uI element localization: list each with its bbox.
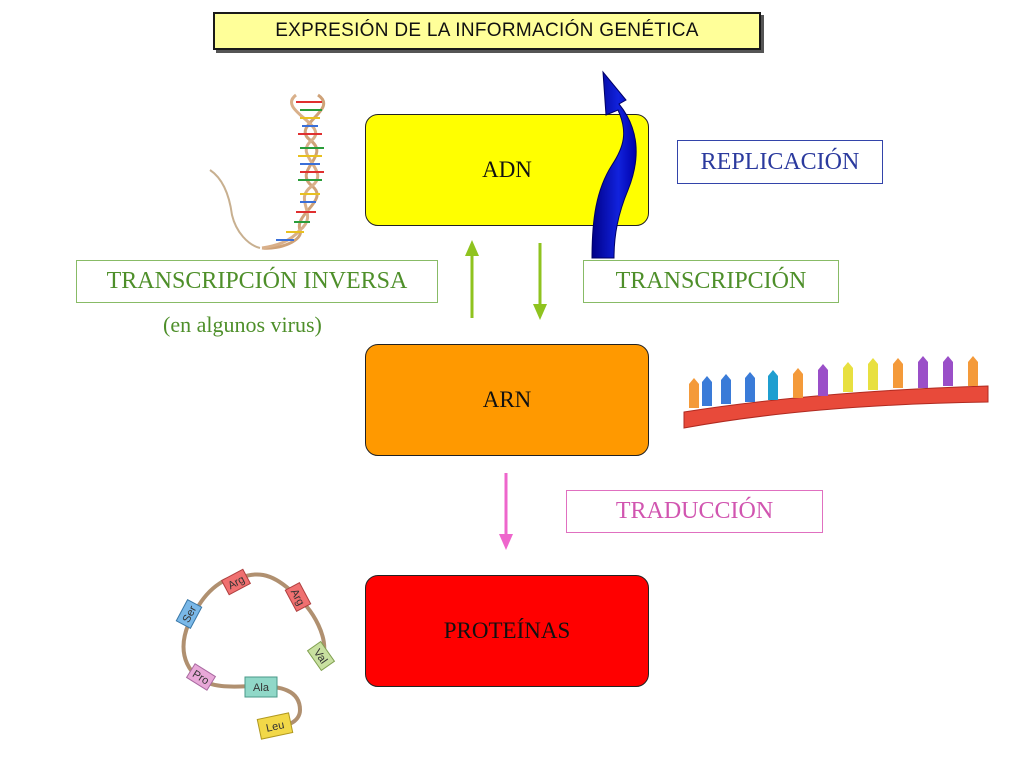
dna-helix-icon: [209, 93, 326, 250]
traduccion-label: TRADUCCIÓN: [566, 490, 823, 533]
replicacion-label: REPLICACIÓN: [677, 140, 883, 184]
page-title: EXPRESIÓN DE LA INFORMACIÓN GENÉTICA: [213, 12, 761, 50]
virus-note: (en algunos virus): [163, 312, 322, 337]
amino-acid-label: Ala: [253, 682, 270, 694]
protein-chain-icon: Arg Arg Ser Val Pro Ala Leu: [175, 568, 336, 740]
translation-arrow-icon: [499, 473, 513, 550]
transcripcion-inversa-label: TRANSCRIPCIÓN INVERSA: [76, 260, 438, 303]
reverse-transcription-arrow-icon: [465, 240, 479, 318]
arn-box: ARN: [365, 344, 649, 456]
transcripcion-label: TRANSCRIPCIÓN: [583, 260, 839, 303]
proteinas-box: PROTEÍNAS: [365, 575, 649, 687]
amino-acid-label: Leu: [265, 719, 285, 735]
transcription-arrow-icon: [533, 243, 547, 320]
rna-strand-icon: [683, 356, 989, 429]
replication-arrow-icon: [591, 70, 637, 259]
